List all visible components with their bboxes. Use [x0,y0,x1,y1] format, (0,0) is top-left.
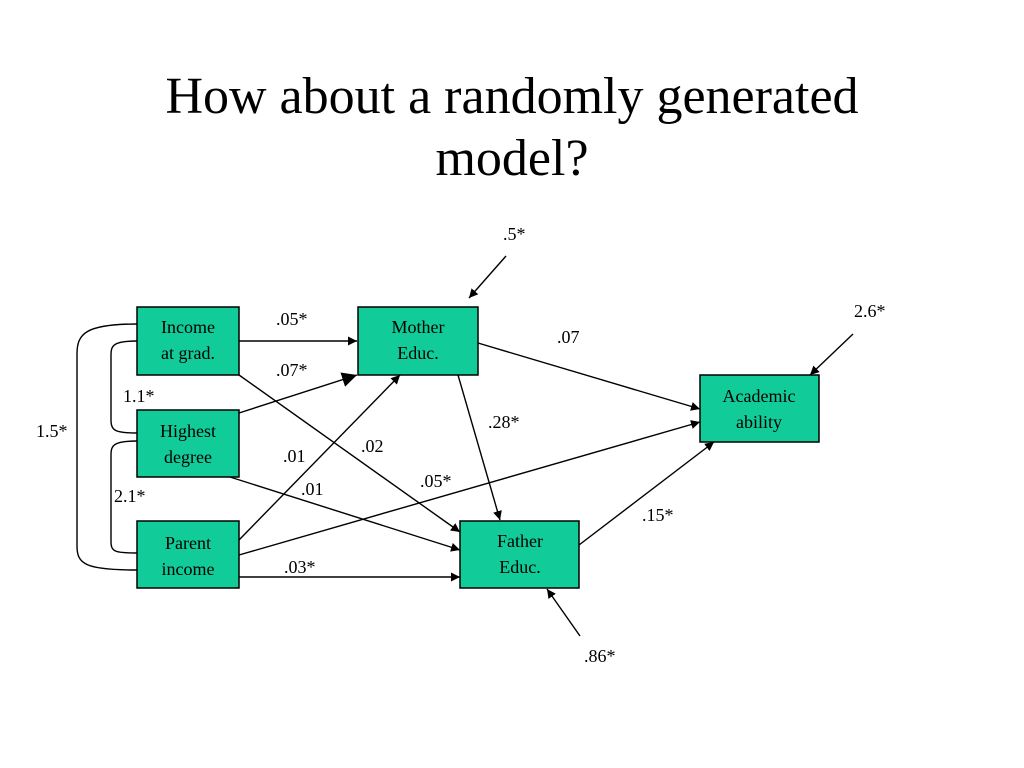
coef-mother-father: .28* [488,412,520,432]
node-label: Parent [165,533,211,553]
covariance-curve-highest-parent [110,440,138,554]
covariance-curve-income-parent [76,323,138,571]
coef-academic-error: 2.6* [854,301,886,321]
title-line-1: How about a randomly generated [165,68,859,125]
node-label: Educ. [499,557,540,577]
node-label: Academic [723,386,796,406]
node-label: Income [161,317,215,337]
coef-cov-income-highest: 1.1* [123,386,155,406]
error-arrow-academic [809,333,854,376]
error-arrow-father [546,588,581,637]
arrow-parent-to-mother [238,374,401,541]
coef-income-mother: .05* [276,309,308,329]
node-label: Mother [392,317,445,337]
node-academic-ability: Academic ability [699,374,820,443]
coef-parent-mother: .01 [283,446,306,466]
coef-cov-highest-parent: 2.1* [114,486,146,506]
node-income-at-grad: Income at grad. [136,306,240,376]
coef-mother-academic: .07 [557,327,580,347]
arrow-highest-to-father [229,476,461,552]
node-label: Father [497,531,543,551]
node-parent-income: Parent income [136,520,240,589]
coef-income-father: .02 [361,436,384,456]
node-label: Educ. [397,343,438,363]
node-label: Highest [160,421,216,441]
title-line-2: model? [435,130,589,187]
node-label: ability [736,412,782,432]
arrow-income-to-father [238,374,461,533]
arrow-mother-to-academic [477,342,701,411]
coef-cov-income-parent: 1.5* [36,421,68,441]
covariance-curve-income-highest [110,340,138,434]
coef-parent-father: .03* [284,557,316,577]
arrow-father-to-academic [578,441,715,546]
coef-highest-mother: .07* [276,360,308,380]
node-label: degree [164,447,212,467]
slide-title: How about a randomly generated model? [0,66,1024,190]
error-arrow-mother [468,255,507,299]
coef-parent-academic: .05* [420,471,452,491]
arrow-highest-to-mother [238,372,358,414]
node-label: at grad. [161,343,215,363]
coef-father-error: .86* [584,646,616,666]
coef-mother-error: .5* [503,224,526,244]
node-mother-educ: Mother Educ. [357,306,479,376]
arrow-mother-to-father [457,374,502,521]
coef-highest-father: .01 [301,479,324,499]
node-label: income [162,559,215,579]
arrow-parent-to-academic [238,420,701,556]
coef-father-academic: .15* [642,505,674,525]
node-father-educ: Father Educ. [459,520,580,589]
node-highest-degree: Highest degree [136,409,240,478]
